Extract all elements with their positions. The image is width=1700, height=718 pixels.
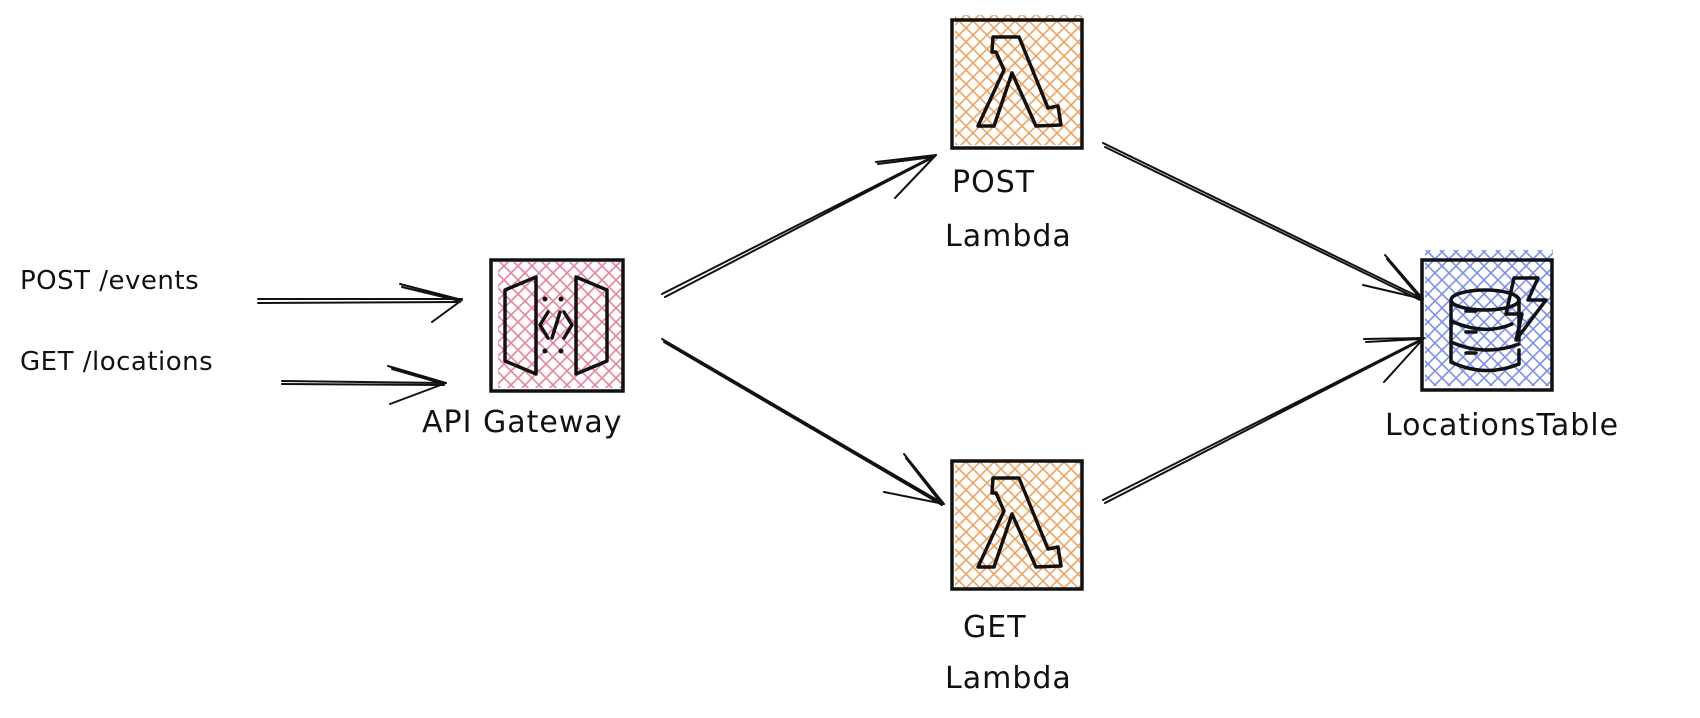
post-lambda-hatch bbox=[955, 15, 1083, 145]
arrow-post-lambda-to-table bbox=[1102, 142, 1424, 301]
arrow-gateway-to-get-lambda bbox=[661, 338, 945, 506]
api-gateway-icon bbox=[503, 275, 609, 376]
get-lambda-label-line2: Lambda bbox=[945, 661, 1072, 696]
api-gateway-node bbox=[489, 258, 625, 393]
lambda-icon bbox=[976, 35, 1063, 128]
lambda-icon bbox=[976, 476, 1063, 569]
dynamodb-table-icon bbox=[1449, 276, 1548, 373]
locations-table-box bbox=[1420, 258, 1554, 392]
get-lambda-box bbox=[950, 459, 1084, 591]
arrow-get-lambda-to-table bbox=[1102, 337, 1425, 504]
get-lambda-label-line1: GET bbox=[963, 610, 1027, 645]
api-gateway-box bbox=[489, 258, 625, 393]
route-post-events: POST /events bbox=[20, 266, 199, 296]
locations-table-node bbox=[1420, 250, 1554, 392]
api-gateway-label: API Gateway bbox=[422, 405, 623, 440]
arrow-gateway-to-post-lambda bbox=[661, 154, 937, 298]
arrow-get-locations-to-gateway bbox=[281, 365, 447, 405]
api-gateway-hatch bbox=[498, 262, 624, 388]
arrow-post-events-to-gateway bbox=[257, 283, 463, 323]
post-lambda-box bbox=[950, 18, 1084, 150]
post-lambda-node bbox=[950, 15, 1084, 150]
locations-table-label: LocationsTable bbox=[1385, 408, 1619, 443]
get-lambda-node bbox=[950, 459, 1084, 591]
post-lambda-label-line2: Lambda bbox=[945, 219, 1072, 254]
route-get-locations: GET /locations bbox=[20, 347, 213, 377]
post-lambda-label-line1: POST bbox=[952, 165, 1035, 200]
